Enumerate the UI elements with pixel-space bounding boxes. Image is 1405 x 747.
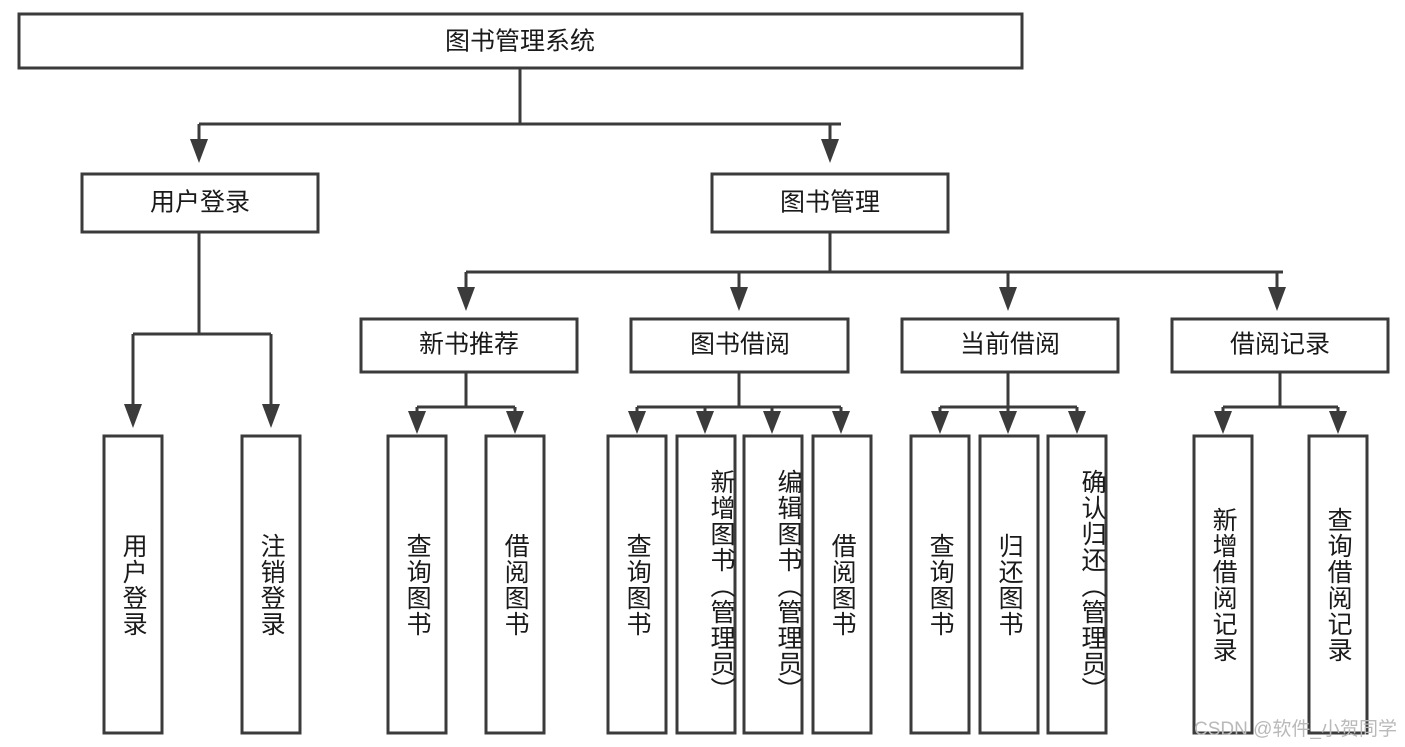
node-book-borrow[interactable]: 图书借阅	[629, 317, 850, 374]
arrow-head-leaf-edit-book	[763, 411, 781, 434]
node-new-book-recommend-box[interactable]	[359, 317, 579, 374]
leaf-add-book[interactable]: 新增图书（管理员）	[675, 434, 737, 735]
connector-group-borrow-record	[1214, 372, 1347, 434]
node-book-management[interactable]: 图书管理	[710, 172, 950, 234]
leaf-return-book[interactable]: 归还图书	[978, 434, 1040, 735]
leaf-borrow-book-1-label: 借阅图书	[501, 532, 530, 637]
leaf-query-book-1[interactable]: 查询图书	[386, 434, 448, 735]
node-borrow-record-label: 借阅记录	[1230, 331, 1330, 359]
arrow-head-borrow-record	[1268, 287, 1286, 311]
leaf-query-book-2-label: 查询图书	[623, 532, 652, 637]
connector-group-root	[190, 68, 841, 163]
arrow-head-leaf-return-book	[999, 411, 1017, 434]
leaf-edit-book-label: 编辑图书（管理员）	[774, 469, 802, 703]
connector-group-user-login	[124, 232, 280, 428]
leaf-query-record[interactable]: 查询借阅记录	[1307, 434, 1369, 735]
leaf-borrow-book-1-box[interactable]	[484, 434, 546, 735]
node-user-login-label: 用户登录	[150, 189, 250, 217]
arrow-head-leaf-confirm-return	[1068, 411, 1086, 434]
leaf-add-record[interactable]: 新增借阅记录	[1192, 434, 1254, 735]
leaf-borrow-book-1[interactable]: 借阅图书	[484, 434, 546, 735]
leaf-borrow-book-2-box[interactable]	[811, 434, 873, 735]
leaf-confirm-return[interactable]: 确认归还（管理员）	[1046, 434, 1108, 735]
node-root-label: 图书管理系统	[445, 28, 595, 56]
leaf-logout-label: 注销登录	[257, 532, 286, 637]
leaf-add-book-box[interactable]	[675, 434, 737, 735]
arrow-head-current-borrow	[999, 287, 1017, 311]
leaf-logout[interactable]: 注销登录	[240, 434, 302, 735]
arrow-head-leaf-query-record	[1329, 411, 1347, 434]
arrow-head-leaf-user-login	[124, 404, 142, 428]
leaf-query-record-box[interactable]	[1307, 434, 1369, 735]
leaf-confirm-return-label: 确认归还（管理员）	[1078, 469, 1106, 703]
leaf-return-book-label: 归还图书	[995, 532, 1024, 637]
connector-group-book-borrow	[628, 372, 850, 434]
node-borrow-record[interactable]: 借阅记录	[1170, 317, 1390, 374]
connector-group-new-book-recommend	[408, 372, 524, 434]
leaf-query-book-2[interactable]: 查询图书	[606, 434, 668, 735]
arrow-head-leaf-logout	[262, 404, 280, 428]
node-book-management-label: 图书管理	[780, 189, 880, 217]
leaf-borrow-book-2-label: 借阅图书	[828, 532, 857, 637]
arrow-head-user-login	[190, 139, 208, 163]
node-new-book-recommend[interactable]: 新书推荐	[359, 317, 579, 374]
arrow-head-book-management	[821, 139, 839, 163]
node-book-borrow-box[interactable]	[629, 317, 850, 374]
leaf-query-book-3-label: 查询图书	[926, 532, 955, 637]
leaf-query-book-3[interactable]: 查询图书	[909, 434, 971, 735]
leaf-return-book-box[interactable]	[978, 434, 1040, 735]
connector-group-book-management	[457, 232, 1286, 311]
leaf-user-login-box[interactable]	[102, 434, 164, 735]
arrow-head-new-book-recommend	[457, 287, 475, 311]
arrow-head-leaf-borrow-book-2	[832, 411, 850, 434]
node-current-borrow-box[interactable]	[900, 317, 1120, 374]
node-book-management-box[interactable]	[710, 172, 950, 234]
connector-group-current-borrow	[931, 372, 1086, 434]
arrow-head-leaf-add-book	[696, 411, 714, 434]
leaf-query-book-1-box[interactable]	[386, 434, 448, 735]
leaf-confirm-return-box[interactable]	[1046, 434, 1108, 735]
leaf-add-book-label: 新增图书（管理员）	[707, 469, 735, 703]
leaf-logout-box[interactable]	[240, 434, 302, 735]
leaf-add-record-label: 新增借阅记录	[1209, 506, 1238, 663]
leaf-user-login[interactable]: 用户登录	[102, 434, 164, 735]
leaf-query-record-label: 查询借阅记录	[1324, 506, 1353, 663]
node-new-book-recommend-label: 新书推荐	[419, 331, 519, 359]
arrow-head-leaf-query-book-2	[628, 411, 646, 434]
arrow-head-book-borrow	[730, 287, 748, 311]
leaf-edit-book[interactable]: 编辑图书（管理员）	[742, 434, 804, 735]
leaf-query-book-1-label: 查询图书	[403, 532, 432, 637]
node-current-borrow-label: 当前借阅	[960, 331, 1060, 359]
leaf-edit-book-box[interactable]	[742, 434, 804, 735]
arrow-head-leaf-borrow-book-1	[506, 411, 524, 434]
leaf-query-book-2-box[interactable]	[606, 434, 668, 735]
node-user-login-box[interactable]	[80, 172, 320, 234]
node-borrow-record-box[interactable]	[1170, 317, 1390, 374]
leaf-user-login-label: 用户登录	[119, 532, 148, 637]
leaf-add-record-box[interactable]	[1192, 434, 1254, 735]
leaf-borrow-book-2[interactable]: 借阅图书	[811, 434, 873, 735]
node-user-login[interactable]: 用户登录	[80, 172, 320, 234]
arrow-head-leaf-query-book-3	[931, 411, 949, 434]
node-root-box[interactable]	[17, 12, 1024, 70]
node-current-borrow[interactable]: 当前借阅	[900, 317, 1120, 374]
arrow-head-leaf-add-record	[1214, 411, 1232, 434]
leaf-query-book-3-box[interactable]	[909, 434, 971, 735]
node-book-borrow-label: 图书借阅	[690, 331, 790, 359]
node-root[interactable]: 图书管理系统	[17, 12, 1024, 70]
arrow-head-leaf-query-book-1	[408, 411, 426, 434]
